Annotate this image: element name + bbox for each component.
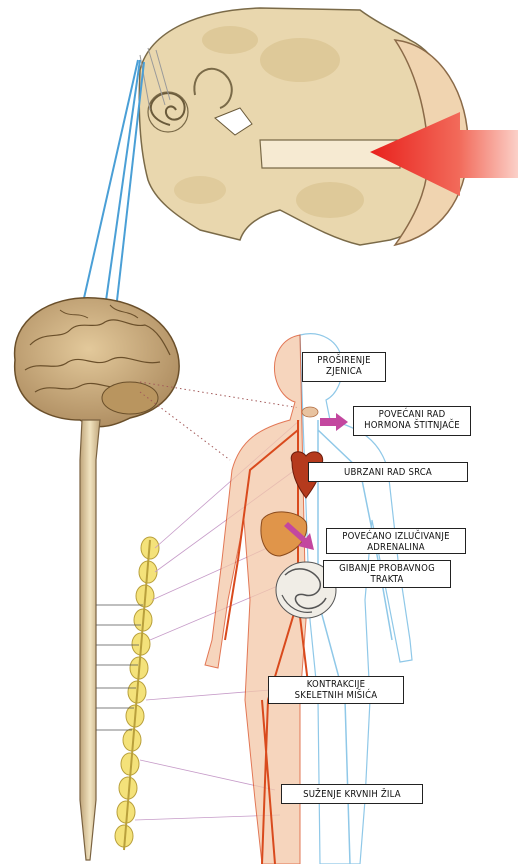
label-digestive-motility: GIBANJE PROBAVNOG TRAKTA [323, 560, 451, 588]
label-adrenaline-secretion: POVEĆANO IZLUČIVANJE ADRENALINA [326, 528, 466, 554]
label-adrenaline-line1: POVEĆANO IZLUČIVANJE [331, 531, 461, 542]
label-pupil-line2: ZJENICA [307, 366, 381, 377]
ear-cross-section-icon [139, 8, 468, 245]
label-adrenaline-line2: ADRENALINA [331, 542, 461, 553]
thyroid-arrow-icon [320, 413, 348, 431]
label-pupil-line1: PROŠIRENJE [307, 355, 381, 366]
spinal-cord-icon [80, 420, 100, 860]
label-muscle-contraction: KONTRAKCIJE SKELETNIH MIŠIĆA [268, 676, 404, 704]
label-heart-rate: UBRZANI RAD SRCA [308, 462, 468, 482]
label-pupil-dilation: PROŠIRENJE ZJENICA [302, 352, 386, 382]
label-thyroid-line2: HORMONA ŠTITNJAČE [358, 420, 466, 431]
label-digestive-line1: GIBANJE PROBAVNOG [328, 563, 446, 574]
label-muscle-line2: SKELETNIH MIŠIĆA [273, 690, 399, 701]
brain-icon [15, 298, 180, 427]
label-thyroid-activity: POVEĆANI RAD HORMONA ŠTITNJAČE [353, 406, 471, 436]
label-digestive-line2: TRAKTA [328, 574, 446, 585]
label-muscle-line1: KONTRAKCIJE [273, 679, 399, 690]
sympathetic-ganglion-chain-icon [115, 537, 159, 850]
label-vessel-constriction: SUŽENJE KRVNIH ŽILA [281, 784, 423, 804]
label-thyroid-line1: POVEĆANI RAD [358, 409, 466, 420]
